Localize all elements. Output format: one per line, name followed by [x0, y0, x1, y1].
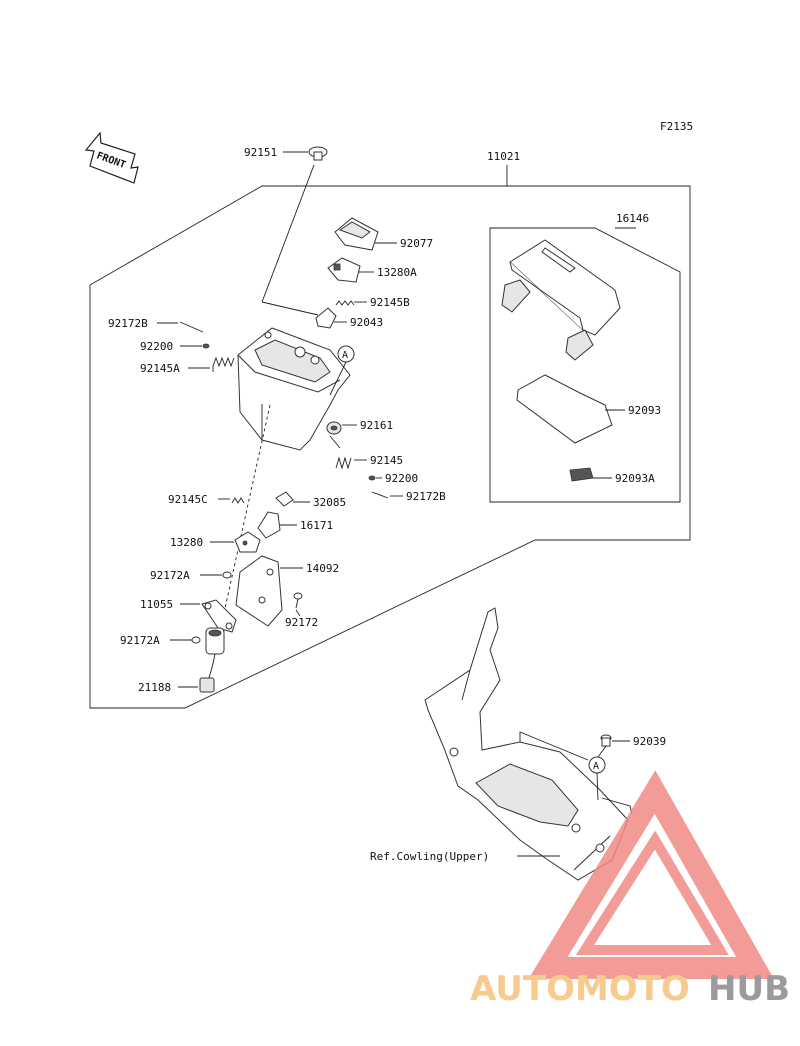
label-14092: 14092 — [306, 562, 339, 575]
label-92145b: 92145B — [370, 296, 410, 309]
assembly-line — [261, 164, 315, 303]
lock-13280 — [234, 531, 261, 553]
main-assembly-outline — [89, 185, 691, 709]
label-92172: 92172 — [285, 616, 318, 629]
leader — [597, 745, 607, 758]
watermark-logo: AUTOMOTO HUB — [470, 770, 790, 1009]
label-92172a-lower: 92172A — [120, 634, 160, 647]
callout-a-upper: A — [329, 345, 355, 396]
label-92039: 92039 — [633, 735, 666, 748]
clip-32085 — [275, 491, 294, 507]
label-13280: 13280 — [170, 536, 203, 549]
svg-text:A: A — [593, 761, 599, 772]
label-92200-left: 92200 — [140, 340, 173, 353]
assembly-axis — [217, 404, 271, 641]
bolt-92151 — [308, 146, 328, 161]
label-16171: 16171 — [300, 519, 333, 532]
front-arrow-icon: FRONT — [84, 131, 139, 184]
svg-text:A: A — [342, 350, 348, 361]
label-92200-right: 92200 — [385, 472, 418, 485]
spring-92145c — [231, 497, 245, 504]
spring-92145 — [329, 435, 352, 470]
label-92145a: 92145A — [140, 362, 180, 375]
assembly-line — [261, 301, 319, 316]
label-92172b-right: 92172B — [406, 490, 446, 503]
bracket-92043 — [315, 307, 337, 329]
leader — [295, 609, 301, 617]
actuator-21188 — [199, 627, 225, 693]
spring-92145a — [212, 356, 235, 372]
label-11055: 11055 — [140, 598, 173, 611]
label-92161: 92161 — [360, 419, 393, 432]
damper-92161 — [326, 421, 342, 435]
bolt-92172a-upper — [222, 571, 232, 579]
bracket-11055 — [201, 599, 237, 633]
lock-13280a — [327, 257, 361, 283]
washer-92200-right — [368, 475, 376, 481]
spring-92145b — [335, 300, 355, 306]
label-21188: 21188 — [138, 681, 171, 694]
plate-14092 — [235, 555, 283, 627]
label-92093: 92093 — [628, 404, 661, 417]
kit-outline — [489, 227, 681, 503]
kit-number: 16146 — [616, 212, 649, 225]
label-92145: 92145 — [370, 454, 403, 467]
washer-92200-left — [202, 343, 210, 349]
label-92145c: 92145C — [168, 493, 208, 506]
bracket-16171 — [257, 511, 281, 539]
bolt-92039 — [600, 734, 612, 747]
bolt-92172a-lower — [191, 636, 201, 644]
label-92172a-upper: 92172A — [150, 569, 190, 582]
screw-92172b-right — [371, 491, 389, 499]
label-92093a: 92093A — [615, 472, 655, 485]
lid-part — [501, 239, 621, 361]
ref-cowling-note: Ref.Cowling(Upper) — [370, 850, 489, 863]
housing-part — [237, 327, 351, 451]
cowling-upper — [424, 607, 633, 881]
bolt-92172 — [293, 592, 303, 609]
screw-92172b-left — [179, 321, 204, 333]
label-32085: 32085 — [313, 496, 346, 509]
figure-code: F2135 — [660, 120, 693, 133]
latch-92077 — [334, 217, 379, 251]
label-92172b-left: 92172B — [108, 317, 148, 330]
watermark-text-hub: HUB — [708, 969, 790, 1009]
label-13280a: 13280A — [377, 266, 417, 279]
assembly-number: 11021 — [487, 150, 520, 163]
label-92151: 92151 — [244, 146, 277, 159]
watermark-text-automoto: AUTOMOTO — [470, 969, 690, 1009]
callout-a-lower: A — [588, 756, 606, 801]
small-pad-part — [569, 467, 594, 482]
label-92077: 92077 — [400, 237, 433, 250]
label-92043: 92043 — [350, 316, 383, 329]
pad-part — [516, 374, 613, 444]
